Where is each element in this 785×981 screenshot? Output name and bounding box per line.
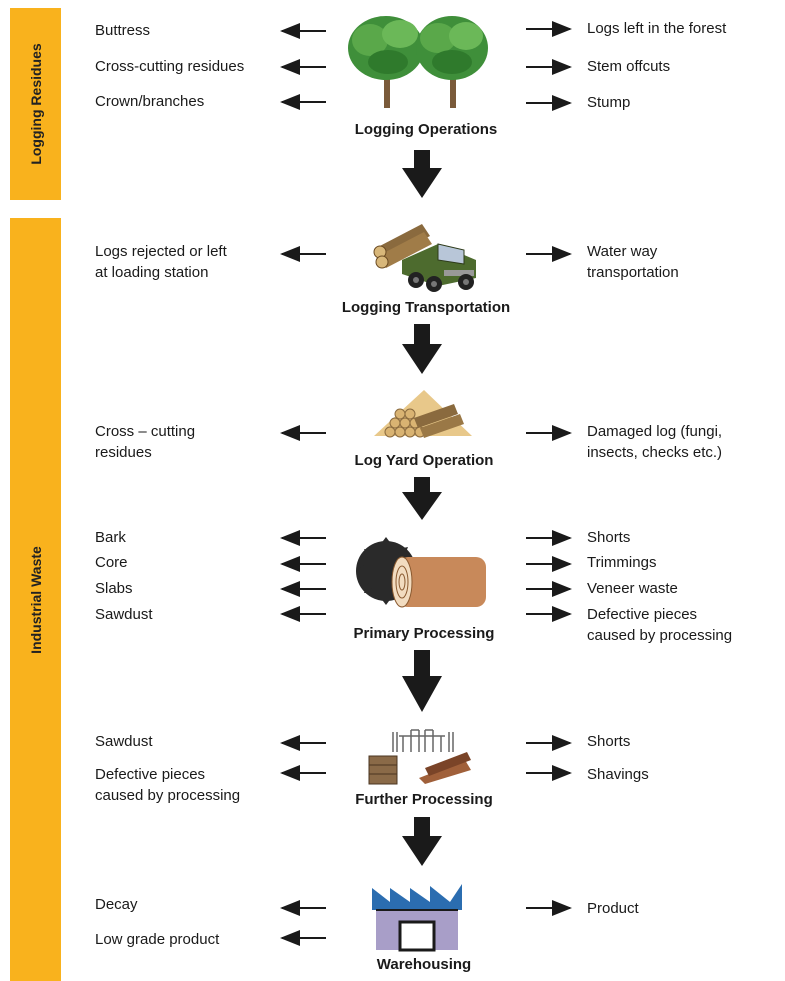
down-arrow [402,650,442,712]
stage-title-logging-transportation: Logging Transportation [341,299,511,316]
left-label: Cross – cutting residues [95,423,196,461]
industrial-waste-band: Industrial Waste [10,218,61,981]
log-truck-icon [373,224,476,292]
down-arrow [402,817,442,866]
right-label: Defective pieces caused by processing [587,606,733,644]
down-arrow [402,477,442,520]
furniture-icon [368,729,471,785]
stage-title-further-processing: Further Processing [355,791,493,808]
stage-title-primary-processing: Primary Processing [353,625,495,642]
right-label: Damaged log (fungi, insects, checks etc.… [587,423,723,461]
right-label: Shorts [587,733,631,750]
right-label: Stem offcuts [587,58,671,75]
left-label: Buttress [95,22,151,39]
left-label: Logs rejected or left at loading station [95,243,227,281]
left-label: Core [95,554,128,571]
left-label: Decay [95,896,138,913]
stage-title-log-yard-operation: Log Yard Operation [354,452,494,469]
right-label: Shavings [587,766,649,783]
logging-residues-band: Logging Residues [10,8,61,200]
left-label: Bark [95,529,126,546]
right-label: Veneer waste [587,580,678,597]
right-label: Product [587,900,639,917]
left-label: Defective pieces caused by processing [95,766,241,804]
left-label: Sawdust [95,733,153,750]
left-label: Sawdust [95,606,153,623]
left-label: Cross-cutting residues [95,58,245,75]
left-label: Slabs [95,580,133,597]
stage-title-warehousing: Warehousing [376,956,472,973]
right-label: Logs left in the forest [587,20,727,37]
right-label: Stump [587,94,631,111]
stage-title-logging-operations: Logging Operations [354,121,498,138]
sawmill-icon [356,537,486,608]
right-label: Trimmings [587,554,657,571]
log-pile-icon [374,390,472,438]
down-arrow [402,150,442,198]
trees-icon [348,16,488,108]
warehouse-icon [372,884,462,952]
left-label: Crown/branches [95,93,205,110]
right-label: Water way transportation [587,243,679,281]
left-label: Low grade product [95,931,220,948]
down-arrow [402,324,442,374]
right-label: Shorts [587,529,631,546]
